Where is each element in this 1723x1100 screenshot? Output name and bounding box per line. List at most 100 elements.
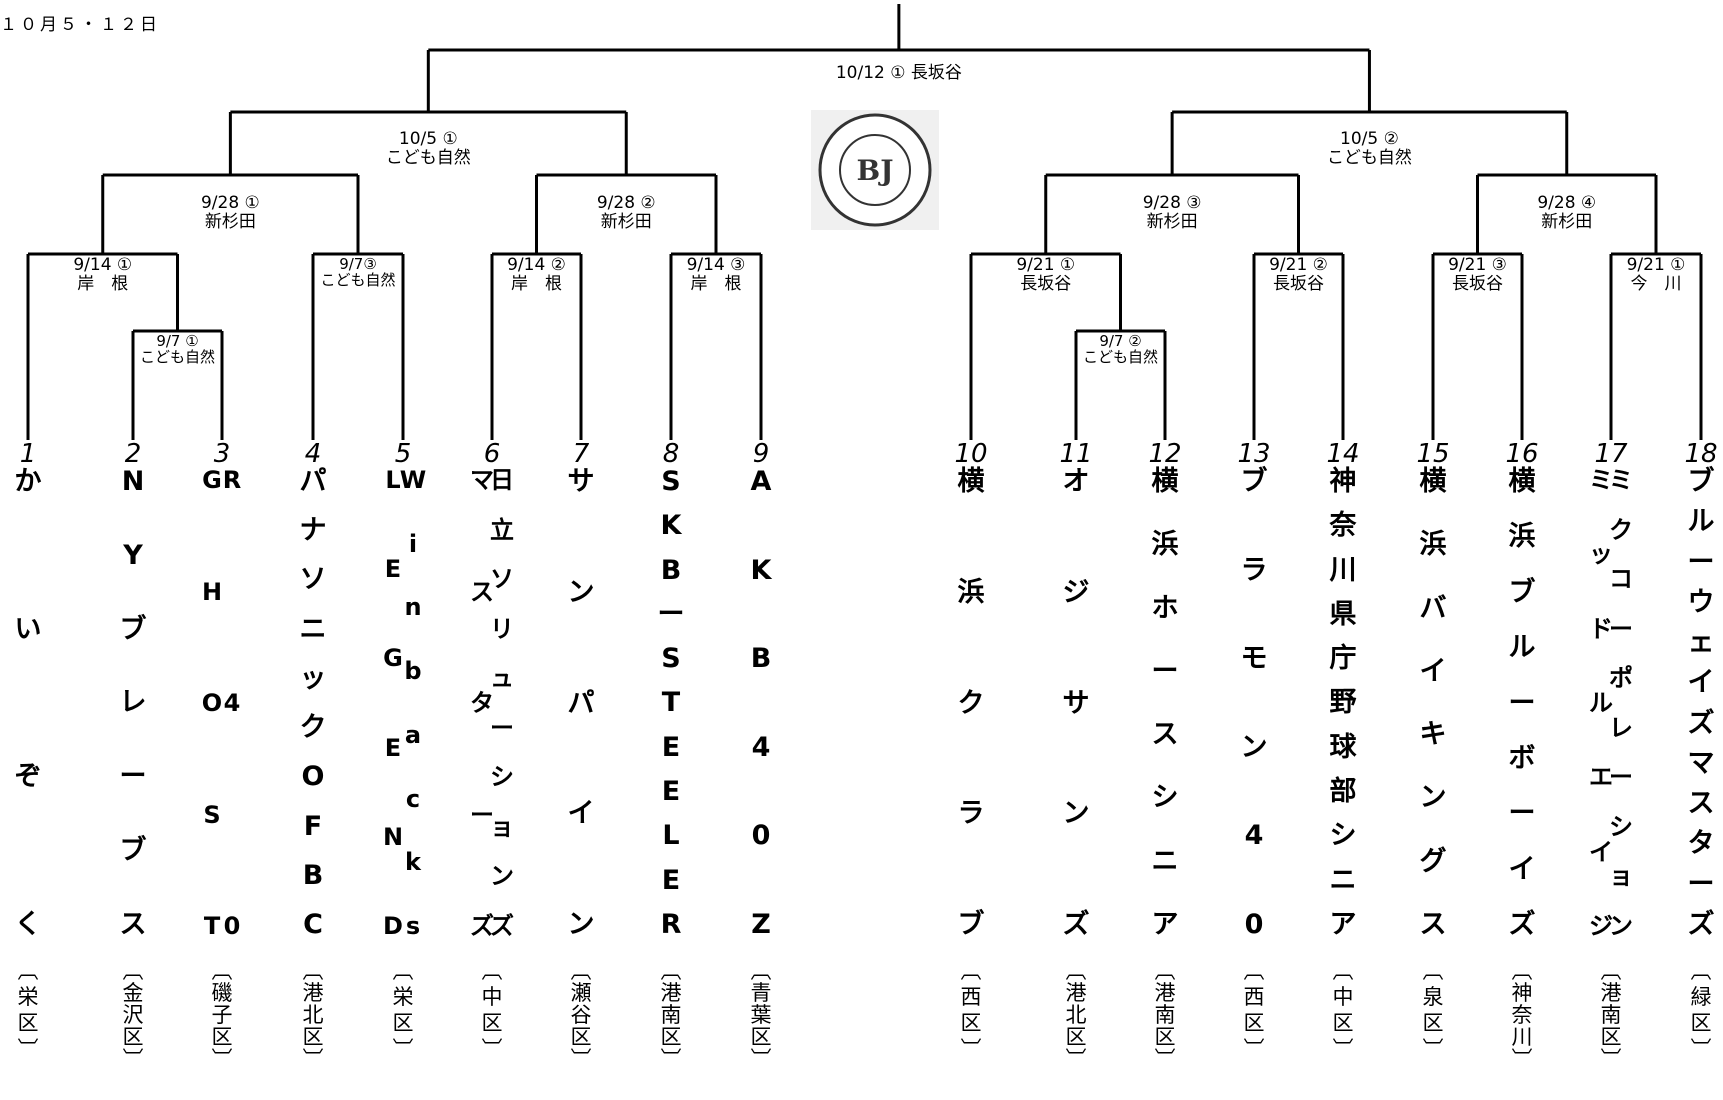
match-venue: 長坂谷 (1451, 274, 1503, 294)
team-number: 15 (1416, 439, 1450, 469)
team-number: 11 (1059, 439, 1093, 469)
team-number: 18 (1684, 439, 1718, 469)
team-name: 横浜クラブ (957, 466, 985, 940)
match-venue: 新杉田 (204, 212, 256, 232)
match-date: 9/14 ① (73, 255, 133, 275)
team-number: 4 (304, 439, 322, 469)
team-number: 3 (213, 439, 231, 469)
match-venue: 新杉田 (600, 212, 652, 232)
team-name: サンパイン (567, 466, 595, 940)
team-district: ︹港北区︺ (1065, 959, 1087, 1071)
match-date: 9/14 ② (507, 255, 566, 275)
match-date: 9/21 ② (1269, 255, 1328, 275)
match-venue: こども自然 (1082, 348, 1159, 366)
team-district: ︹中区︺ (481, 959, 503, 1061)
match-label-final: 10/12 ① 長坂谷 (836, 64, 962, 83)
match-date: 9/28 ③ (1142, 193, 1202, 213)
team-district: ︹神奈川︺ (1511, 959, 1533, 1071)
match-date: 9/7 ② (1099, 332, 1142, 350)
association-seal-logo: BJ (811, 110, 939, 230)
team-number: 8 (662, 439, 680, 469)
team-district: ︹港南区︺ (1600, 959, 1622, 1071)
match-date: 9/28 ① (200, 193, 260, 213)
date-header: １０月５・１２日 (0, 15, 160, 35)
team-number: 1 (19, 439, 37, 469)
match-date: 9/7③ (339, 255, 377, 273)
team-district: ︹磯子区︺ (211, 959, 233, 1071)
team-district: ︹港南区︺ (660, 959, 682, 1071)
match-venue: 今 川 (1630, 274, 1682, 294)
match-venue: こども自然 (385, 148, 471, 168)
team-district: ︹泉区︺ (1422, 959, 1444, 1061)
team-district: ︹港北区︺ (302, 959, 324, 1071)
match-venue: 新杉田 (1541, 212, 1593, 232)
team-number: 5 (394, 439, 412, 469)
match-date: 10/12 ① 長坂谷 (835, 63, 962, 83)
team-number: 6 (483, 439, 501, 469)
team-name: 横浜バイキングス (1419, 466, 1447, 940)
svg-text:BJ: BJ (857, 154, 894, 187)
match-date: 9/21 ① (1626, 255, 1686, 275)
team-number: 12 (1148, 439, 1182, 469)
team-district: ︹緑区︺ (1690, 959, 1712, 1061)
team-number: 14 (1326, 439, 1360, 469)
team-name: かいぞく (14, 466, 42, 940)
team-number: 7 (572, 439, 590, 469)
match-venue: 岸 根 (77, 274, 129, 294)
team-district: ︹金沢区︺ (122, 959, 144, 1071)
match-venue: 岸 根 (510, 274, 562, 294)
team-district: ︹西区︺ (1243, 959, 1265, 1061)
match-date: 10/5 ② (1340, 129, 1399, 149)
team-number: 2 (124, 439, 142, 469)
team-name: ミッドルエイジミクコーポレーション (1589, 466, 1633, 940)
team-name: オジサンズ (1062, 466, 1090, 940)
team-name: 神奈川県庁野球部シニア (1329, 466, 1357, 940)
team-district: ︹栄区︺ (392, 959, 414, 1061)
team-district: ︹中区︺ (1332, 959, 1354, 1061)
match-venue: 岸 根 (690, 274, 742, 294)
team-district: ︹西区︺ (960, 959, 982, 1061)
match-venue: 長坂谷 (1020, 274, 1072, 294)
match-date: 9/7 ① (156, 332, 199, 350)
team-name: マスターズ日立ソリューションズ (470, 466, 514, 940)
match-venue: こども自然 (139, 348, 216, 366)
match-date: 10/5 ① (398, 129, 458, 149)
team-number: 17 (1594, 439, 1628, 469)
match-date: 9/14 ③ (686, 255, 746, 275)
bracket-lines (26, 4, 1703, 440)
team-district: ︹瀬谷区︺ (570, 959, 592, 1071)
team-name: 横浜ホースシニア (1151, 466, 1179, 940)
match-date: 9/28 ④ (1537, 193, 1597, 213)
